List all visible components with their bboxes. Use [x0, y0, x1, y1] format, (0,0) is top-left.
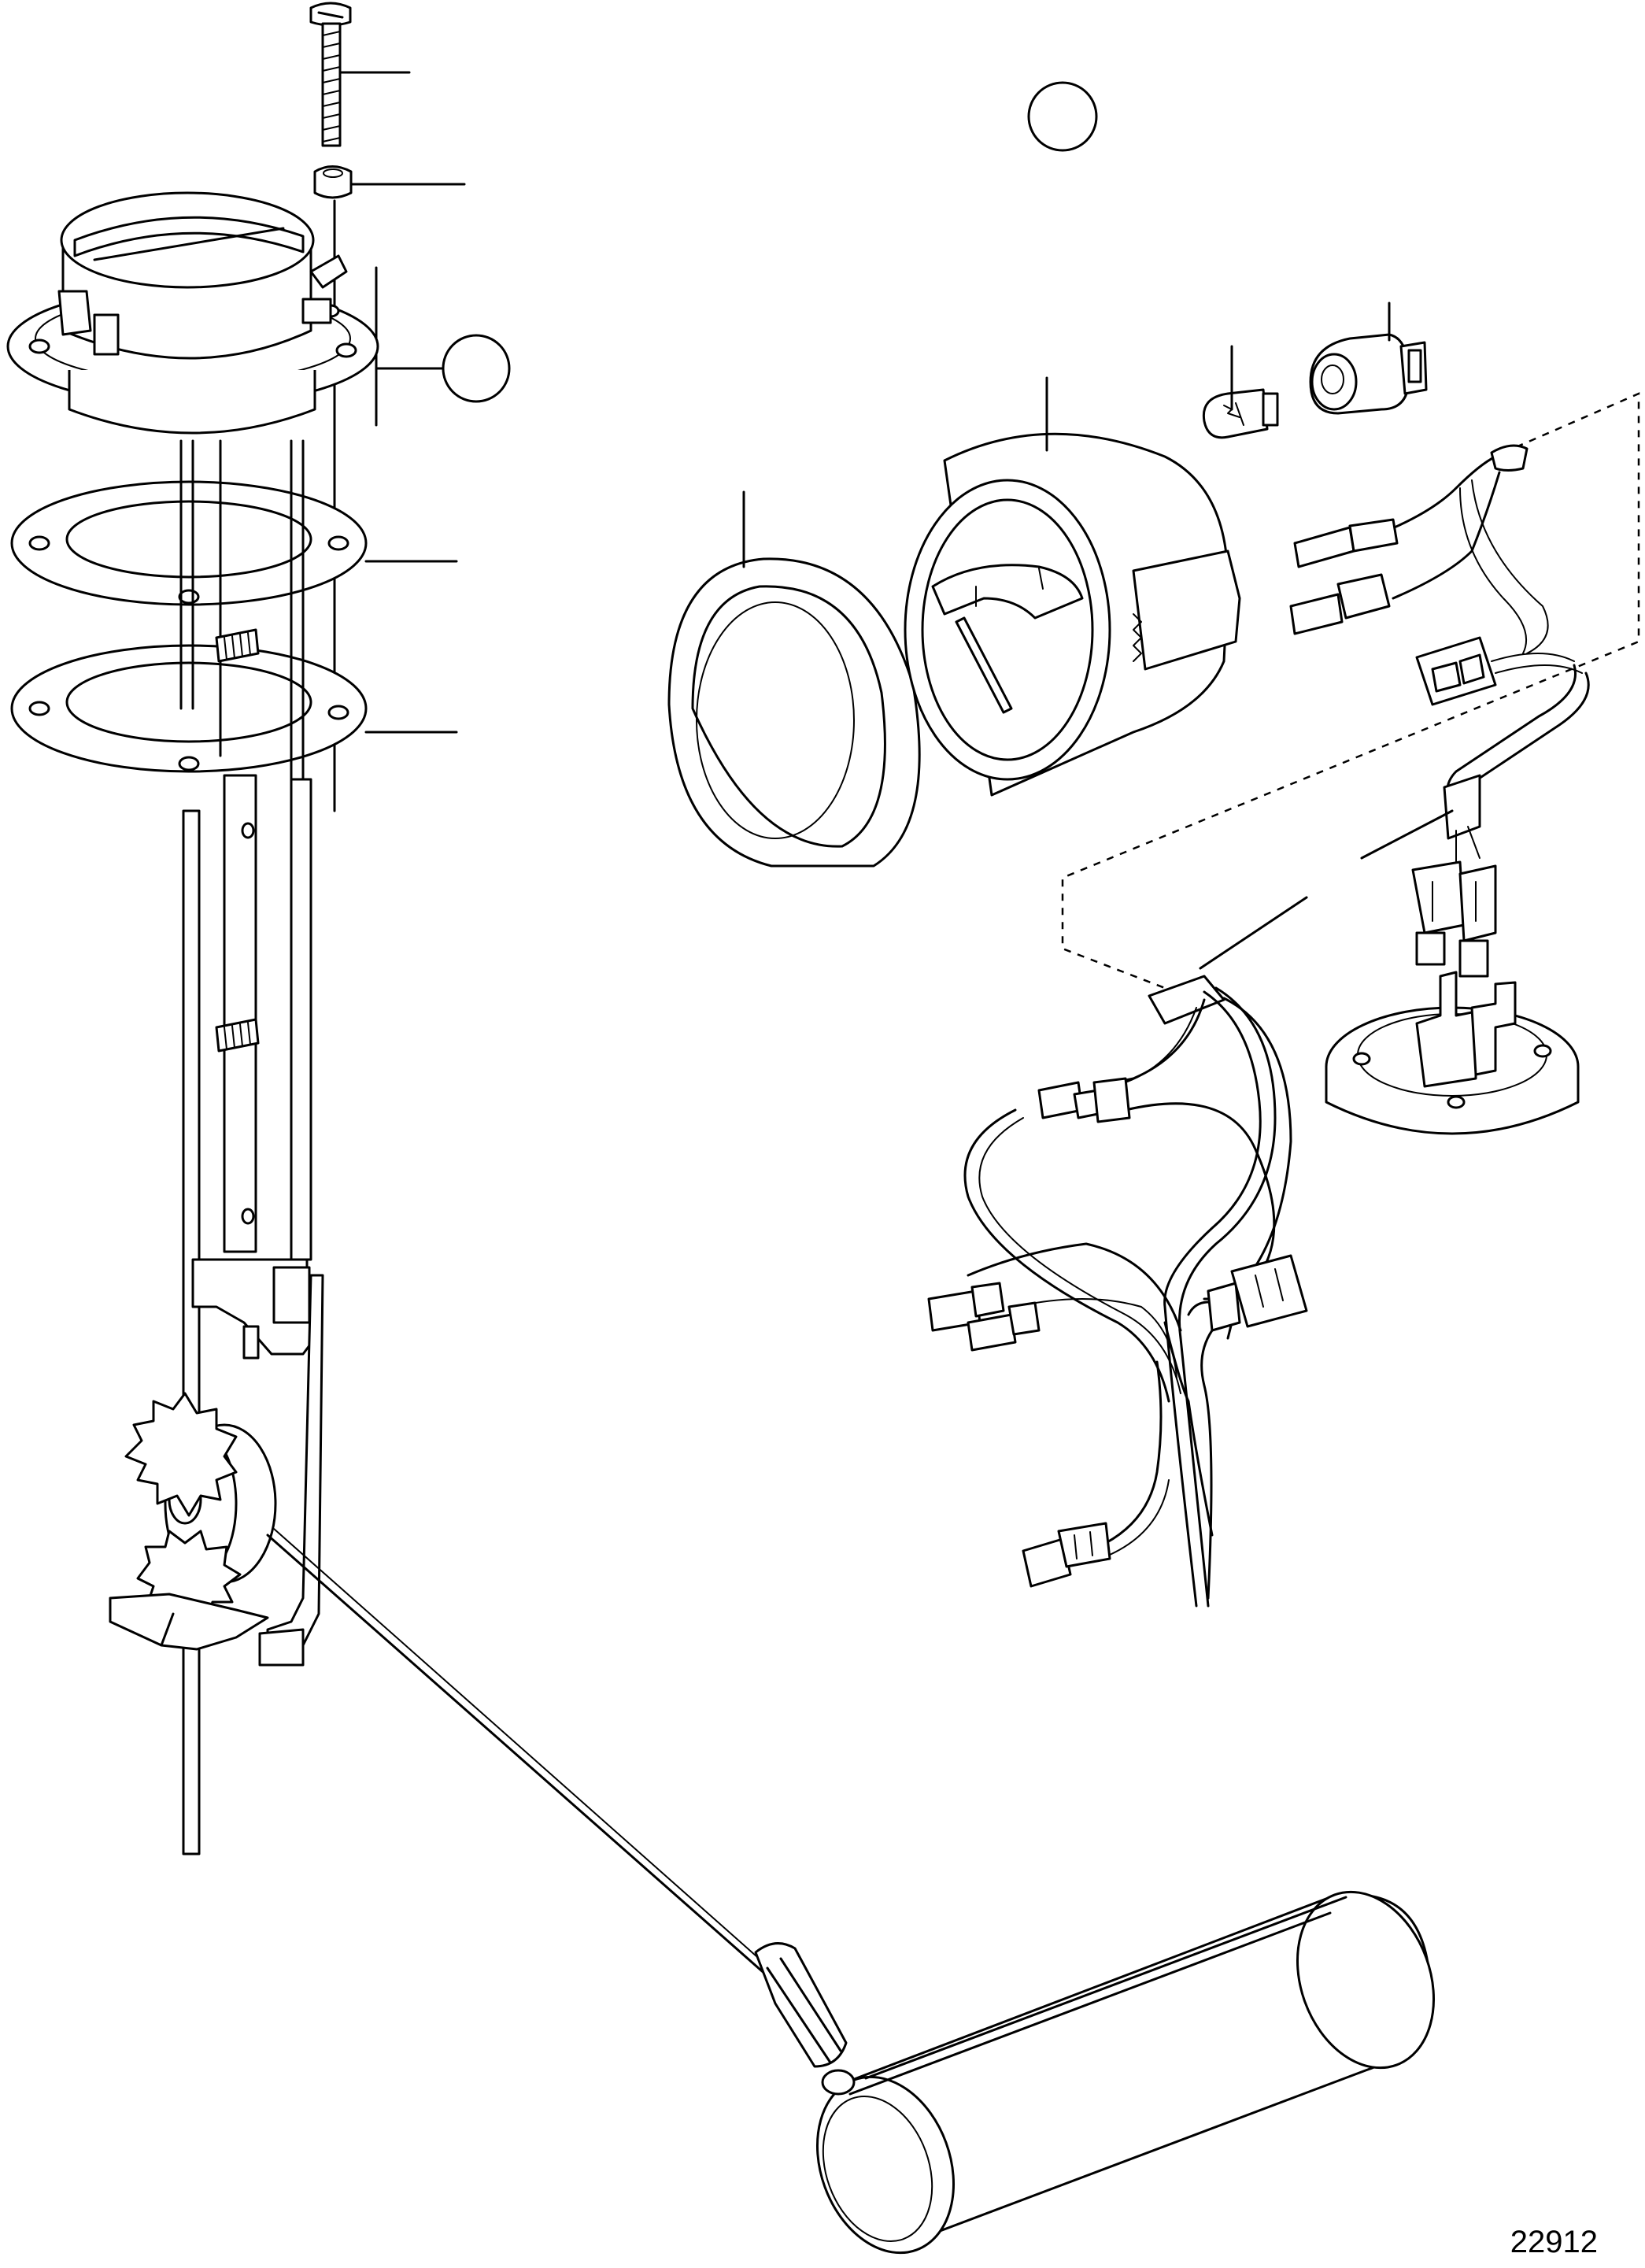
fuel-gauge — [904, 432, 1241, 797]
sender-socket — [1325, 971, 1580, 1135]
connector-harness-bottom — [1022, 1522, 1111, 1588]
leader-line-harness-1 — [1360, 809, 1454, 860]
float-arm — [266, 1528, 771, 1978]
connector-two-pin — [1411, 860, 1497, 978]
bulb-holder — [1309, 333, 1428, 415]
connector-spade-1 — [1293, 518, 1399, 568]
connector-harness-1 — [1037, 1077, 1131, 1123]
nut — [313, 165, 353, 199]
reference-circle-b — [442, 334, 511, 403]
connector-harness-spade-1 — [927, 1282, 1005, 1332]
assembly-outline — [1061, 392, 1640, 990]
gasket-lower — [10, 644, 368, 773]
float-clip — [754, 1942, 848, 2068]
gasket-upper — [10, 480, 368, 606]
tank-sender-head — [6, 191, 379, 435]
connector-spade-2 — [1289, 573, 1391, 635]
figure-number: 22912 — [1510, 2225, 1598, 2259]
float-arm-mechanism — [109, 1258, 324, 1667]
reference-circle-a — [1027, 81, 1098, 152]
float — [815, 1890, 1436, 2255]
bulb — [1202, 388, 1279, 439]
gauge-bezel — [667, 557, 921, 868]
connector-harness-block — [1207, 1254, 1308, 1332]
wiring-harness-upper — [1384, 444, 1590, 867]
connector-harness-spade-2 — [967, 1301, 1041, 1352]
screw — [309, 2, 352, 147]
connector-block-upper — [1415, 636, 1497, 706]
leader-line-harness-2 — [1199, 896, 1308, 970]
wiring-harness-lower — [963, 975, 1292, 1608]
